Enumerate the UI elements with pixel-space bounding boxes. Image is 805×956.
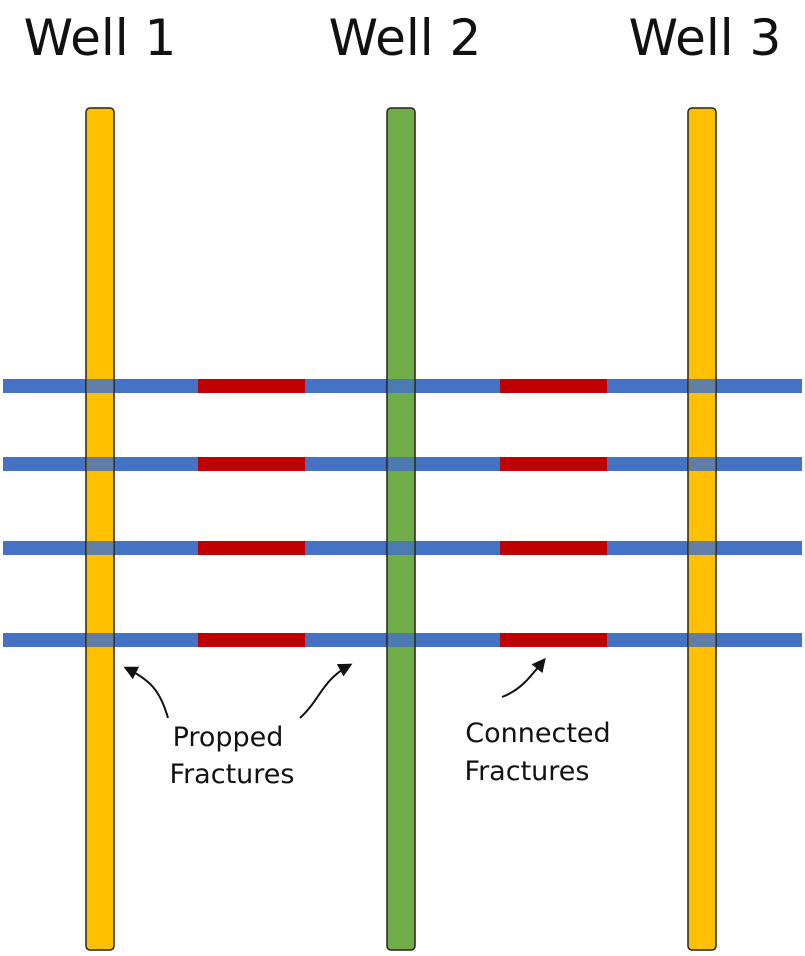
- propped-label-line2: Fractures: [170, 759, 295, 790]
- fracture-3-well-2-crossing: [388, 541, 414, 555]
- fracture-2-well-1-crossing: [87, 457, 113, 471]
- well-2-title: Well 2: [329, 9, 482, 67]
- fracture-2-well-2-crossing: [388, 457, 414, 471]
- well-1-title: Well 1: [24, 9, 177, 67]
- well-2-bore: [386, 107, 416, 951]
- fracture-4-well-1-crossing: [87, 633, 113, 647]
- well-1-bore: [85, 107, 115, 951]
- fracture-4-well-3-crossing: [689, 633, 715, 647]
- propped-arrow-left: [123, 666, 169, 719]
- wells-group: [85, 107, 717, 951]
- connected-label-line2: Fractures: [465, 756, 590, 787]
- fracture-4-well-2-crossing: [388, 633, 414, 647]
- well-3-title: Well 3: [629, 9, 782, 67]
- fracture-1-well-3-crossing: [689, 379, 715, 393]
- propped-label-line1: Propped: [173, 722, 284, 753]
- fracture-1-well-2-crossing: [388, 379, 414, 393]
- fracture-3-well-1-crossing: [87, 541, 113, 555]
- well-3-bore: [687, 107, 717, 951]
- connected-arrow: [501, 657, 546, 698]
- fracture-2-well-3-crossing: [689, 457, 715, 471]
- connected-label-line1: Connected: [465, 718, 610, 749]
- fracture-1-well-1-crossing: [87, 379, 113, 393]
- fracture-3-well-3-crossing: [689, 541, 715, 555]
- propped-arrow-right: [299, 663, 353, 719]
